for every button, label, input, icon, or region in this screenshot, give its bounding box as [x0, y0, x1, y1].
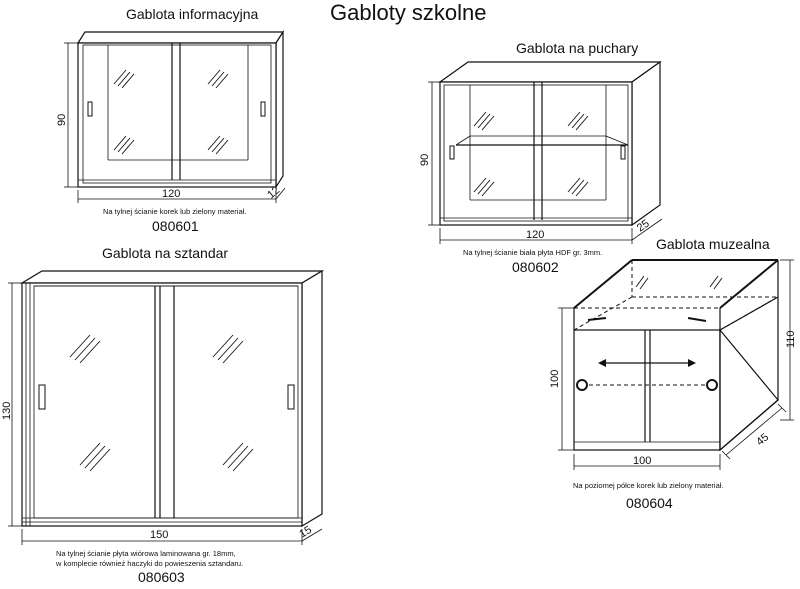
door-handle-left	[449, 145, 455, 160]
door-handle-right	[260, 101, 266, 117]
glass-reflection-marks	[473, 111, 589, 197]
product-title-080601: Gablota informacyjna	[126, 6, 259, 22]
sliding-arrow-icon	[598, 359, 696, 367]
product-note-080604: Na poziomej półce korek lub zielony mate…	[573, 481, 724, 490]
width-label-080601: 120	[162, 188, 180, 200]
showcase-080601: Gablota informacyjna	[56, 6, 286, 234]
product-note-line1-080603: Na tylnej ścianie płyta wiórowa laminowa…	[56, 549, 236, 558]
width-label-080604: 100	[633, 455, 651, 467]
door-knob-right	[706, 379, 718, 391]
cabinet-drawing-080604	[573, 259, 779, 452]
depth-dimension-080603: 15	[297, 524, 323, 542]
width-label-080602: 120	[526, 229, 544, 241]
depth-label-080604: 45	[754, 431, 771, 448]
door-handle-left	[87, 101, 93, 117]
product-note-080601: Na tylnej ścianie korek lub zielony mate…	[103, 207, 246, 216]
cabinet-drawing-080603	[19, 269, 325, 528]
cabinet-drawing-080602	[438, 60, 662, 227]
height-dimension-080604: 100	[549, 307, 574, 451]
width-dimension-080602: 120	[439, 228, 633, 244]
depth-label-080603: 15	[297, 524, 314, 541]
depth-label-080602: 25	[635, 218, 652, 235]
width-dimension-080604: 100	[573, 454, 721, 470]
showcase-080604: Gablota muzealna	[549, 236, 797, 511]
product-code-080604: 080604	[626, 495, 673, 511]
glass-reflection-marks	[113, 69, 229, 155]
height-label-080602: 90	[419, 154, 431, 166]
product-note-080602: Na tylnej ścianie biała płyta HDF gr. 3m…	[463, 248, 602, 257]
product-note-line2-080603: w komplecie również haczyki do powieszen…	[55, 559, 243, 568]
door-knob-left	[576, 379, 588, 391]
door-handle-left	[38, 384, 46, 410]
height-label-080603: 130	[1, 402, 13, 420]
showcase-080603: Gablota na sztandar	[1, 245, 325, 585]
height-dimension-080602: 90	[419, 81, 440, 226]
height-label-080604: 100	[549, 370, 561, 388]
height-dimension-080601: 90	[56, 42, 78, 188]
product-code-080601: 080601	[152, 218, 199, 234]
width-label-080603: 150	[150, 529, 168, 541]
height-dimension-080603: 130	[1, 282, 22, 527]
door-handle-right	[287, 384, 295, 410]
cabinet-drawing-080601	[76, 29, 285, 190]
width-dimension-080603: 150	[21, 529, 303, 545]
glass-reflection-marks	[635, 275, 723, 290]
total-height-dimension-080604: 110	[780, 259, 797, 421]
height-label-080601: 90	[56, 114, 68, 126]
glass-reflection-marks	[69, 334, 254, 472]
total-height-label-080604: 110	[785, 330, 797, 348]
product-title-080603: Gablota na sztandar	[102, 245, 228, 261]
product-title-080604: Gablota muzealna	[656, 236, 770, 252]
depth-dimension-080602: 25	[631, 218, 663, 241]
showcase-080602: Gablota na puchary	[419, 40, 663, 275]
page-title: Gabloty szkolne	[330, 0, 487, 25]
product-code-080603: 080603	[138, 569, 185, 584]
product-title-080602: Gablota na puchary	[516, 40, 638, 56]
width-dimension-080601: 120	[77, 188, 277, 203]
depth-dimension-080601: 12	[265, 184, 286, 201]
door-handle-right	[620, 145, 626, 160]
product-code-080602: 080602	[512, 259, 559, 275]
